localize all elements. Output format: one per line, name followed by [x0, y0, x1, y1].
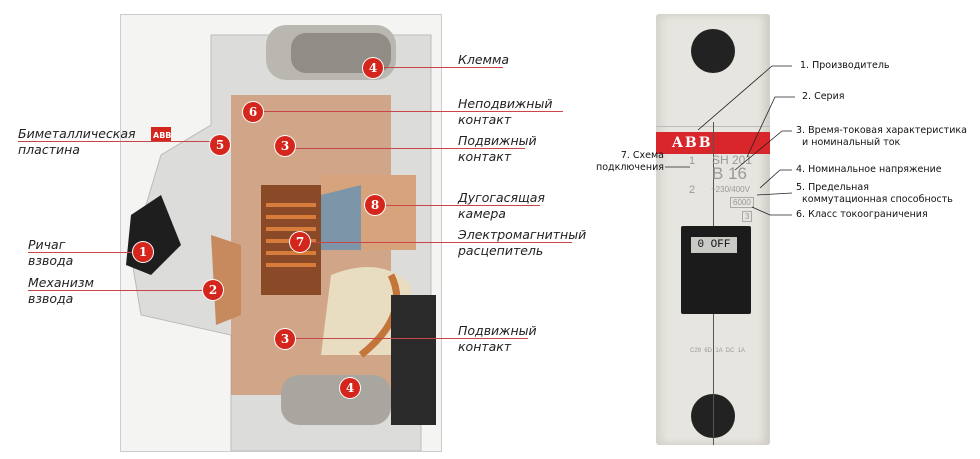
voltage-text: ~230/400V: [711, 185, 750, 194]
label-terminal: Клемма: [458, 52, 510, 67]
breaker-cutaway-illustration: ABB: [126, 25, 436, 452]
marker-3-top: 3: [275, 136, 295, 156]
class-text: 3: [742, 211, 753, 222]
device-label-4: 4. Номинальное напряжение: [796, 164, 942, 175]
marker-4-top: 4: [363, 58, 383, 78]
abb-logo: ABB: [153, 131, 171, 140]
device-label-2: 2. Серия: [802, 91, 845, 102]
marker-6: 6: [243, 102, 263, 122]
marker-5: 5: [210, 135, 230, 155]
device-label-6: 6. Класс токоограничения: [796, 209, 928, 220]
brand-logo: ABB: [672, 135, 713, 151]
cutaway-photo: ABB: [120, 14, 442, 452]
marker-2: 2: [203, 280, 223, 300]
top-screw: [691, 29, 735, 73]
marker-1: 1: [133, 242, 153, 262]
device-label-1: 1. Производитель: [800, 60, 890, 71]
pin-1: 1: [689, 155, 696, 167]
marker-4-bottom: 4: [340, 378, 360, 398]
pin-2: 2: [689, 184, 696, 196]
marker-3-bottom: 3: [275, 329, 295, 349]
capacity-text: 6000: [730, 197, 754, 208]
series-text: SH 201: [712, 153, 753, 167]
marker-8: 8: [365, 195, 385, 215]
breaker-device: ABB 1 2 SH 201 B 16 ~230/400V 6000 3 0 O…: [656, 14, 770, 445]
marker-7: 7: [290, 232, 310, 252]
rating-text: B 16: [712, 164, 747, 183]
bottom-marking: C29 6D 1A DC 1A: [690, 348, 746, 354]
device-label-5: 5. Предельная коммутационная способность: [796, 182, 953, 205]
device-label-3: 3. Время-токовая характеристика и номина…: [796, 125, 967, 148]
toggle-handle[interactable]: 0 OFF: [681, 226, 751, 314]
switch-state-window: 0 OFF: [691, 237, 737, 253]
